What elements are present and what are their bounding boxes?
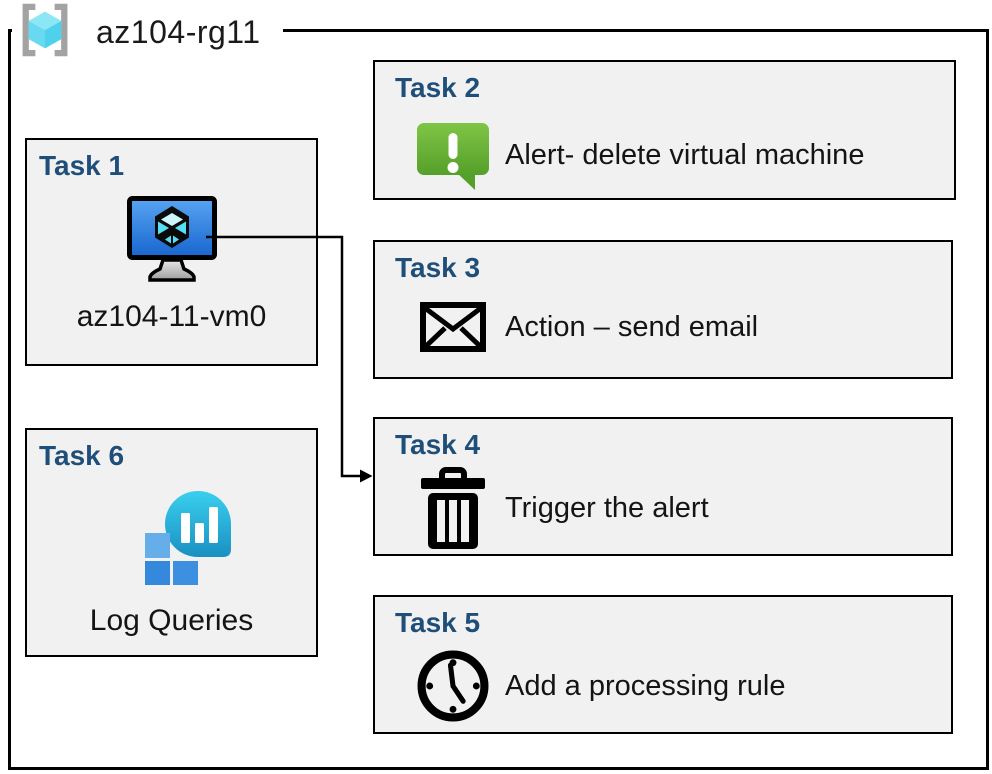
task-3-label: Action – send email bbox=[505, 310, 759, 343]
task-3-title: Task 3 bbox=[395, 252, 481, 283]
resource-group-icon bbox=[14, 3, 76, 62]
resource-group-boundary bbox=[8, 29, 989, 770]
task-2-title: Task 2 bbox=[395, 72, 481, 103]
clock-icon bbox=[413, 649, 493, 723]
log-analytics-icon bbox=[141, 486, 233, 591]
task-1-title: Task 1 bbox=[39, 150, 125, 181]
task-4-box: Task 4 Trigger the alert bbox=[373, 417, 953, 556]
task-2-label: Alert- delete virtual machine bbox=[505, 138, 865, 171]
task-1-label: az104-11-vm0 bbox=[76, 300, 267, 333]
task-3-box: Task 3 Action – send email bbox=[373, 240, 953, 379]
virtual-machine-icon bbox=[127, 196, 217, 287]
task-2-box: Task 2 Alert- delete virtual machine bbox=[373, 60, 956, 200]
task-5-label: Add a processing rule bbox=[505, 669, 786, 702]
task-4-label: Trigger the alert bbox=[505, 491, 709, 524]
task-6-title: Task 6 bbox=[39, 440, 125, 471]
task-5-box: Task 5 Add a processing rule bbox=[373, 595, 953, 734]
task-6-label: Log Queries bbox=[89, 604, 254, 637]
email-icon bbox=[413, 302, 493, 352]
resource-group-name: az104-rg11 bbox=[96, 13, 261, 50]
task-6-box: Task 6 Log Queries bbox=[25, 428, 318, 657]
task-1-box: Task 1 az104 bbox=[25, 138, 318, 366]
task-4-title: Task 4 bbox=[395, 429, 481, 460]
task-5-title: Task 5 bbox=[395, 607, 481, 638]
alert-icon bbox=[413, 119, 493, 191]
resource-group-header: az104-rg11 bbox=[12, 2, 283, 62]
trash-icon bbox=[413, 467, 493, 549]
